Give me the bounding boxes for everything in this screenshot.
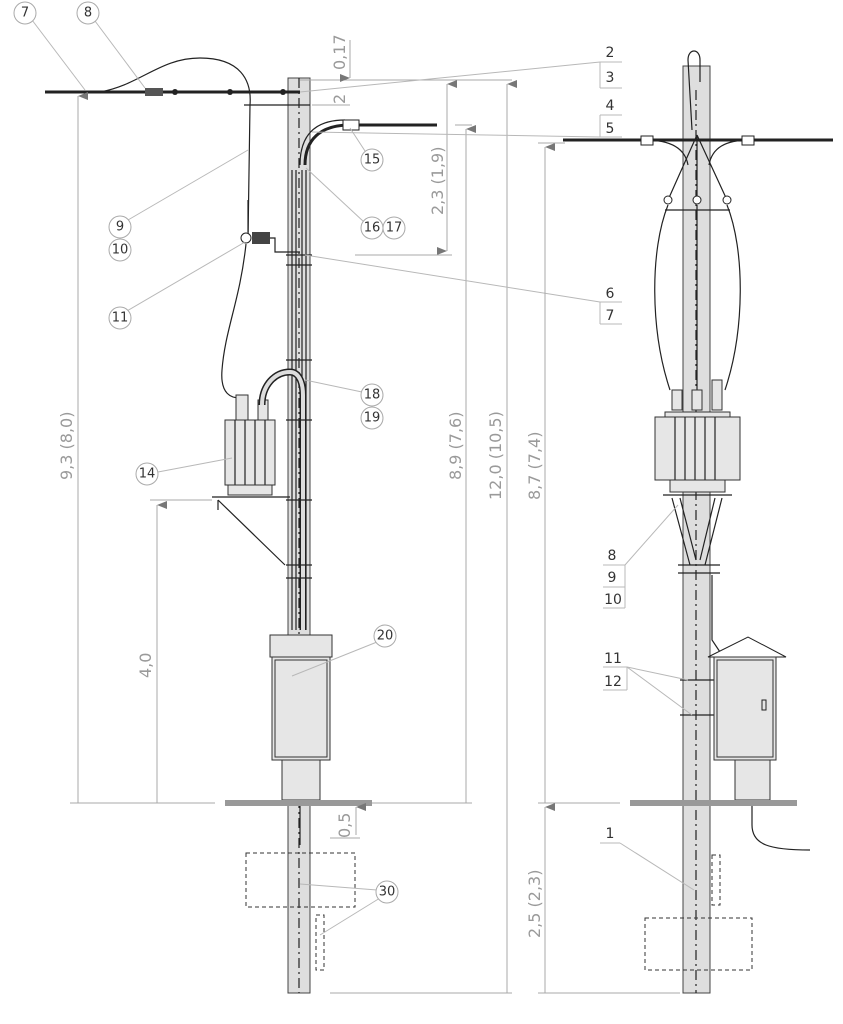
left-view [45, 57, 437, 994]
label-2: 2 [606, 45, 615, 61]
callout-18: 18 [360, 383, 384, 407]
svg-text:7: 7 [21, 6, 29, 21]
clamp [145, 88, 163, 96]
svg-text:18: 18 [364, 388, 381, 403]
dim-mid-height: 8,9 (7,6) [446, 412, 465, 480]
transformer-bracket [663, 494, 732, 574]
transformer-left [224, 394, 276, 496]
label-8: 8 [608, 548, 617, 564]
svg-text:20: 20 [377, 629, 394, 644]
svg-text:15: 15 [364, 153, 381, 168]
label-11: 11 [604, 651, 622, 667]
label-10: 10 [604, 592, 622, 608]
underground-cable [751, 800, 811, 851]
label-9: 9 [608, 570, 617, 586]
right-labels: 8 9 10 11 12 1 [600, 504, 695, 891]
dimensions-right: 8,7 (7,4) 2,5 (2,3) [525, 142, 680, 994]
callout-30: 30 [375, 880, 399, 904]
callout-9: 9 [108, 215, 132, 239]
callout-11: 11 [108, 306, 132, 330]
dim-total-length: 12,0 (10,5) [486, 411, 505, 500]
dim-below-ground: 2,5 (2,3) [525, 870, 544, 938]
svg-text:10: 10 [112, 243, 129, 258]
dim-above-ground: 8,7 (7,4) [525, 432, 544, 500]
label-6: 6 [606, 286, 615, 302]
dimensions-left: 9,3 (8,0) 4,0 0,17 2 2,3 (1,9) 8,9 (7,6)… [57, 34, 517, 994]
middle-labels: 2 3 4 5 6 7 [299, 45, 622, 325]
dim-wire-height: 9,3 (8,0) [57, 412, 76, 480]
insulator [240, 232, 300, 253]
label-5: 5 [606, 121, 615, 137]
distribution-box-left [269, 634, 333, 801]
pole-left [287, 77, 311, 994]
callouts-left: 7 8 9 10 11 14 15 16 17 18 19 20 30 [13, 1, 406, 936]
label-1: 1 [606, 826, 615, 842]
callout-20: 20 [373, 624, 397, 648]
band-clamps [286, 254, 312, 579]
right-view [563, 50, 833, 994]
svg-text:19: 19 [364, 411, 381, 426]
drop-cable [99, 57, 251, 241]
callout-14: 14 [135, 462, 159, 486]
svg-text:16: 16 [364, 221, 381, 236]
foundation-block-right [644, 917, 753, 971]
dim-crossarm-gap: 2 [330, 94, 349, 104]
foundation-rod [315, 914, 325, 971]
callout-17: 17 [382, 216, 406, 240]
svg-text:17: 17 [386, 221, 403, 236]
callout-8: 8 [76, 1, 100, 25]
svg-text:11: 11 [112, 311, 129, 326]
hv-leads-oval [654, 204, 741, 391]
svg-text:30: 30 [379, 885, 396, 900]
label-4: 4 [606, 98, 615, 114]
callout-19: 19 [360, 406, 384, 430]
svg-text:14: 14 [139, 467, 156, 482]
callout-16: 16 [360, 216, 384, 240]
label-12: 12 [604, 674, 622, 690]
dim-top-offset: 0,17 [330, 34, 349, 70]
transformer-right [654, 379, 741, 493]
label-7: 7 [606, 308, 615, 324]
callout-10: 10 [108, 238, 132, 262]
dim-cable-depth: 0,5 [335, 813, 354, 838]
platform-bracket [212, 496, 290, 566]
callout-7: 7 [13, 1, 37, 25]
label-3: 3 [606, 70, 615, 86]
svg-text:9: 9 [116, 220, 124, 235]
foundation-block [245, 852, 356, 908]
dim-platform-height: 4,0 [136, 653, 155, 678]
dim-upper-span: 2,3 (1,9) [428, 147, 447, 215]
callout-15: 15 [360, 148, 384, 172]
box-handle [761, 699, 767, 711]
svg-text:8: 8 [84, 6, 92, 21]
distribution-box-right [707, 636, 811, 851]
hv-lead [221, 243, 247, 399]
top-loop [687, 50, 701, 131]
foundation-rod-right [711, 854, 721, 906]
